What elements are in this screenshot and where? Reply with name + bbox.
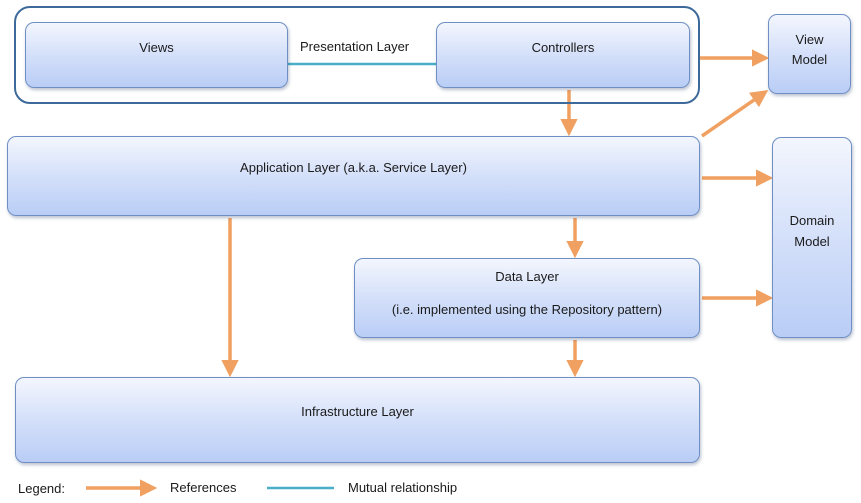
view-model-label-line2: Model — [791, 52, 828, 67]
domain-model-label-line2: Model — [794, 234, 830, 249]
controllers-box: Controllers — [436, 22, 690, 88]
application-layer-box: Application Layer (a.k.a. Service Layer) — [7, 136, 700, 216]
view-model-label-line1: View — [795, 32, 824, 47]
data-layer-title: Data Layer — [495, 269, 559, 284]
application-layer-label: Application Layer (a.k.a. Service Layer) — [240, 160, 467, 175]
views-box: Views — [25, 22, 288, 88]
views-label: Views — [139, 39, 174, 55]
view-model-box: View Model — [768, 14, 851, 94]
presentation-layer-frame — [14, 6, 700, 104]
data-layer-subtitle: (i.e. implemented using the Repository p… — [391, 302, 663, 317]
controllers-label: Controllers — [531, 39, 595, 55]
infrastructure-layer-box: Infrastructure Layer — [15, 377, 700, 463]
legend-label: Legend: — [18, 481, 65, 496]
presentation-layer-label: Presentation Layer — [300, 39, 410, 54]
infrastructure-layer-label: Infrastructure Layer — [301, 404, 414, 419]
domain-model-box: Domain Model — [772, 137, 852, 338]
legend-references-label: References — [170, 480, 237, 495]
legend-mutual-relationship-label: Mutual relationship — [348, 480, 458, 495]
arrow-application-to-viewmodel — [701, 90, 769, 138]
domain-model-label-line1: Domain — [789, 213, 835, 228]
data-layer-box: Data Layer (i.e. implemented using the R… — [354, 258, 700, 338]
